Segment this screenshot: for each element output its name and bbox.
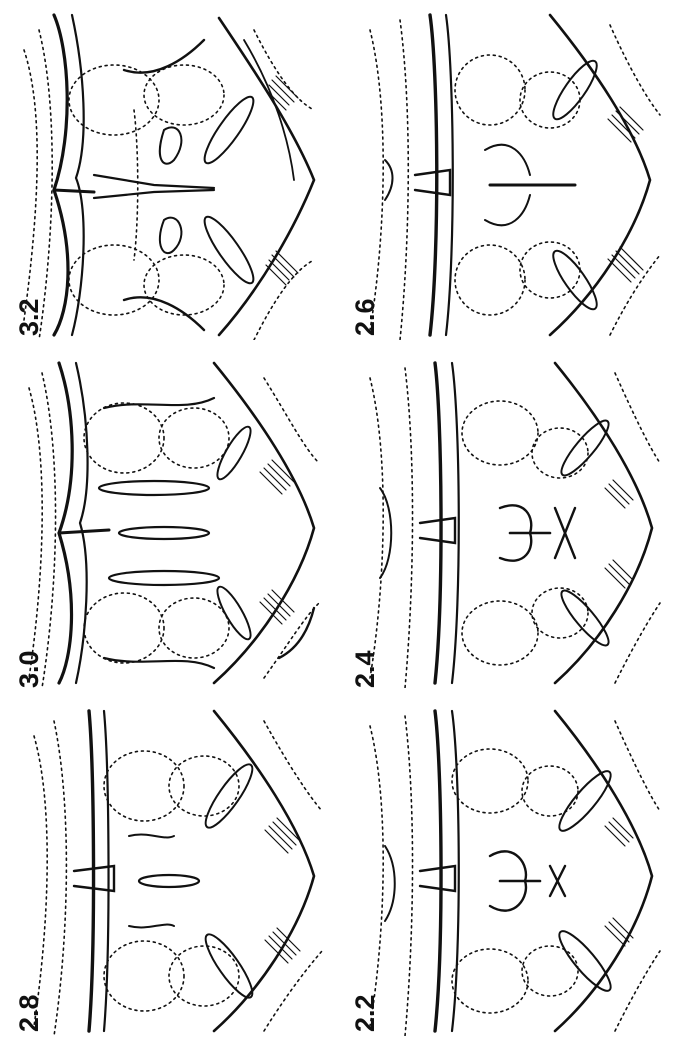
panel-label-2-8: 2.8 <box>14 994 45 1032</box>
panel-label-2-4: 2.4 <box>350 650 381 688</box>
section-drawing-3-2 <box>14 10 326 340</box>
section-panel-2-2: 2.2 <box>350 706 662 1036</box>
section-panel-2-8: 2.8 <box>14 706 326 1036</box>
section-drawing-2-4 <box>350 358 662 688</box>
panel-label-3-2: 3.2 <box>14 298 45 336</box>
panel-label-3-0: 3.0 <box>14 650 45 688</box>
section-drawing-2-8 <box>14 706 326 1036</box>
section-drawing-2-2 <box>350 706 662 1036</box>
section-panel-2-6: 2.6 <box>350 10 662 340</box>
section-drawing-2-6 <box>350 10 662 340</box>
panel-label-2-6: 2.6 <box>350 298 381 336</box>
section-panel-2-4: 2.4 <box>350 358 662 688</box>
section-panel-3-0: 3.0 <box>14 358 326 688</box>
panel-label-2-2: 2.2 <box>350 994 381 1032</box>
section-panel-3-2: 3.2 <box>14 10 326 340</box>
section-drawing-3-0 <box>14 358 326 688</box>
